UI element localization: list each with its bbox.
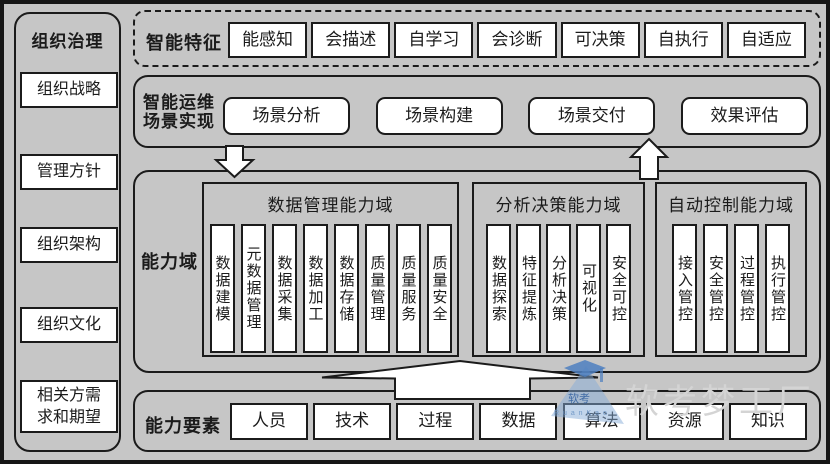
data-management-group: 数据管理能力域 数据建模 元数据管理 数据采集 数据加工 数据存储 质量管理 质… <box>202 182 459 357</box>
elements-row: 人员 技术 过程 数据 算法 资源 知识 <box>230 403 807 440</box>
scenario-item-build: 场景构建 <box>375 97 503 135</box>
feature-item-describe: 会描述 <box>311 22 391 58</box>
element-item-technology: 技术 <box>313 403 392 440</box>
capability-item-data-collection: 数据采集 <box>271 224 297 353</box>
scenarios-label-line1: 智能运维 <box>143 93 215 112</box>
scenarios-row: 场景分析 场景构建 场景交付 效果评估 <box>223 97 808 135</box>
element-item-data: 数据 <box>479 403 558 440</box>
auto-control-title: 自动控制能力域 <box>668 196 794 215</box>
element-item-knowledge: 知识 <box>728 403 807 440</box>
capability-item-data-storage: 数据存储 <box>333 224 359 353</box>
analysis-decision-items: 数据探索 特征提炼 分析决策 可视化 安全可控 <box>486 224 631 353</box>
scenarios-label: 智能运维 场景实现 <box>143 93 215 131</box>
elements-label: 能力要素 <box>145 416 221 436</box>
capability-item-data-processing: 数据加工 <box>302 224 328 353</box>
capability-item-quality-mgmt: 质量管理 <box>364 224 390 353</box>
auto-control-items: 接入管控 安全管控 过程管控 执行管控 <box>672 224 790 353</box>
capability-item-execution-control: 执行管控 <box>765 224 790 353</box>
capability-item-quality-security: 质量安全 <box>426 224 452 353</box>
capability-item-access-control: 接入管控 <box>672 224 697 353</box>
scenario-item-analysis: 场景分析 <box>223 97 350 135</box>
scenario-item-delivery: 场景交付 <box>528 97 656 135</box>
scenarios-panel: 智能运维 场景实现 场景分析 场景构建 场景交付 效果评估 <box>133 75 821 148</box>
feature-item-selflearn: 自学习 <box>394 22 474 58</box>
capability-item-metadata-mgmt: 元数据管理 <box>240 224 266 353</box>
features-label: 智能特征 <box>146 33 222 53</box>
capability-label: 能力域 <box>141 252 198 272</box>
capability-item-feature-refining: 特征提炼 <box>516 224 541 353</box>
element-item-algorithm: 算法 <box>562 403 641 440</box>
data-management-items: 数据建模 元数据管理 数据采集 数据加工 数据存储 质量管理 质量服务 质量安全 <box>209 224 452 353</box>
governance-item-stakeholder: 相关方需求和期望 <box>20 380 118 433</box>
data-management-title: 数据管理能力域 <box>267 196 394 215</box>
features-row: 能感知 会描述 自学习 会诊断 可决策 自执行 自适应 <box>228 22 806 58</box>
elements-panel: 能力要素 人员 技术 过程 数据 算法 资源 知识 <box>133 390 821 452</box>
analysis-decision-title: 分析决策能力域 <box>495 196 622 215</box>
scenarios-label-line2: 场景实现 <box>143 112 215 131</box>
capability-item-visualization: 可视化 <box>576 224 601 353</box>
governance-item-strategy: 组织战略 <box>20 72 118 108</box>
governance-item-structure: 组织架构 <box>20 227 118 263</box>
element-item-resource: 资源 <box>645 403 724 440</box>
analysis-decision-group: 分析决策能力域 数据探索 特征提炼 分析决策 可视化 安全可控 <box>472 182 645 357</box>
scenario-item-evaluation: 效果评估 <box>680 97 808 135</box>
capability-panel: 能力域 数据管理能力域 数据建模 元数据管理 数据采集 数据加工 数据存储 质量… <box>133 170 821 373</box>
capability-item-quality-service: 质量服务 <box>395 224 421 353</box>
governance-item-policy: 管理方针 <box>20 154 118 190</box>
governance-item-culture: 组织文化 <box>20 307 118 343</box>
capability-item-data-modeling: 数据建模 <box>209 224 235 353</box>
capability-item-security-control: 安全可控 <box>606 224 631 353</box>
governance-panel: 组织治理 组织战略 管理方针 组织架构 组织文化 相关方需求和期望 <box>14 12 121 452</box>
feature-item-diagnose: 会诊断 <box>477 22 557 58</box>
capability-item-safety-control: 安全管控 <box>703 224 728 353</box>
governance-title: 组织治理 <box>31 32 104 51</box>
feature-item-execute: 自执行 <box>643 22 723 58</box>
auto-control-group: 自动控制能力域 接入管控 安全管控 过程管控 执行管控 <box>655 182 807 357</box>
capability-item-process-control: 过程管控 <box>734 224 759 353</box>
element-item-people: 人员 <box>230 403 308 440</box>
element-item-process: 过程 <box>396 403 475 440</box>
feature-item-adapt: 自适应 <box>726 22 806 58</box>
feature-item-perceive: 能感知 <box>228 22 308 58</box>
capability-item-data-exploration: 数据探索 <box>486 224 511 353</box>
capability-item-analysis-decision: 分析决策 <box>546 224 571 353</box>
features-panel: 智能特征 能感知 会描述 自学习 会诊断 可决策 自执行 自适应 <box>133 10 821 67</box>
feature-item-decide: 可决策 <box>560 22 640 58</box>
